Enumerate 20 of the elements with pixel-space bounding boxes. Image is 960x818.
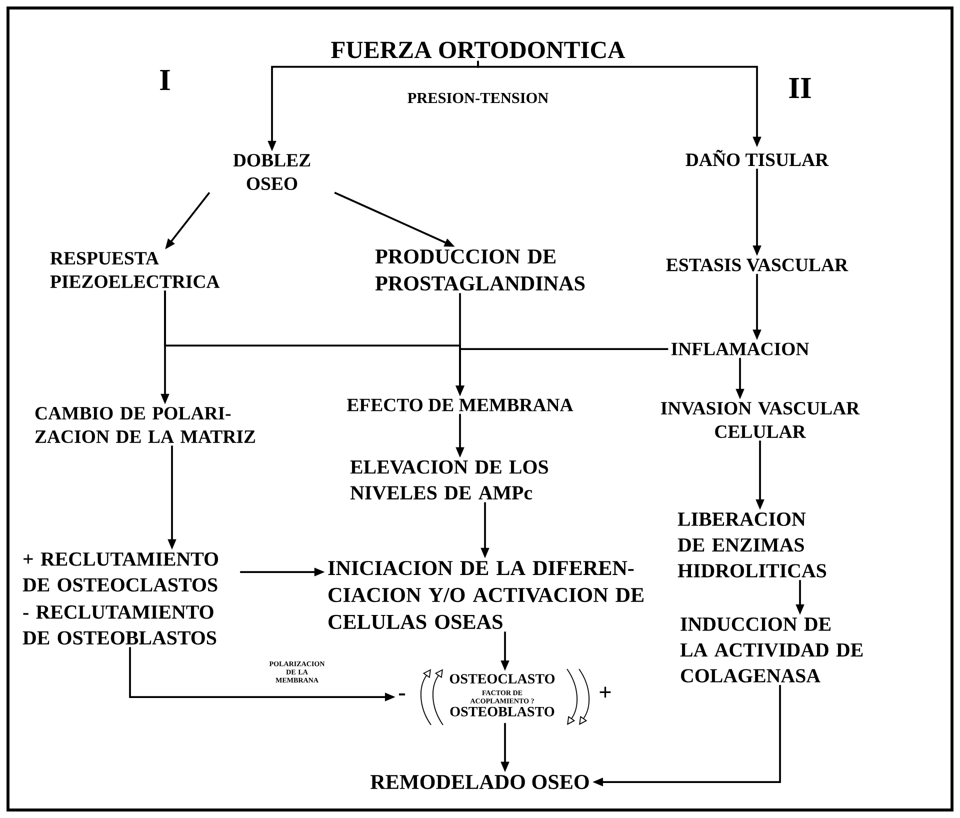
process-text: PRODUCCION DE PROSTAGLANDINAS [375, 249, 585, 291]
process-text: INFLAMACION [671, 342, 809, 356]
process-text: RESPUESTA PIEZOELECTRICA [50, 252, 220, 288]
process-text: LIBERACION DE ENZIMAS HIDROLITICAS [678, 512, 826, 578]
roman-numeral: I [160, 70, 170, 90]
process-text: + RECLUTAMIENTO DE OSTEOCLASTOS [22, 552, 218, 592]
process-text: EFECTO DE MEMBRANA [346, 398, 574, 412]
roman-numeral: II [789, 78, 811, 98]
note-text: PRESION-TENSION [408, 92, 548, 104]
process-text: INDUCCION DE LA ACTIVIDAD DE COLAGENASA [680, 618, 863, 682]
process-text: INVASION VASCULAR CELULAR [660, 402, 860, 438]
title-text: FUERZA ORTODONTICA [331, 42, 626, 58]
process-text: DOBLEZ OSEO [233, 154, 310, 190]
process-text: ELEVACION DE LOS NIVELES DE AMPc [350, 460, 548, 500]
process-text: ESTASIS VASCULAR [666, 258, 848, 272]
process-text: CAMBIO DE POLARI- ZACION DE LA MATRIZ [35, 407, 256, 444]
process-text: REMODELADO OSEO [370, 774, 589, 790]
process-text: DAÑO TISULAR [686, 150, 829, 166]
process-text: INICIACION DE LA DIFEREN- CIACION Y/O ACTIVACION DE CELULAS OSEAS [328, 560, 644, 630]
process-text: - RECLUTAMIENTO DE OSTEOBLASTOS [22, 605, 216, 645]
